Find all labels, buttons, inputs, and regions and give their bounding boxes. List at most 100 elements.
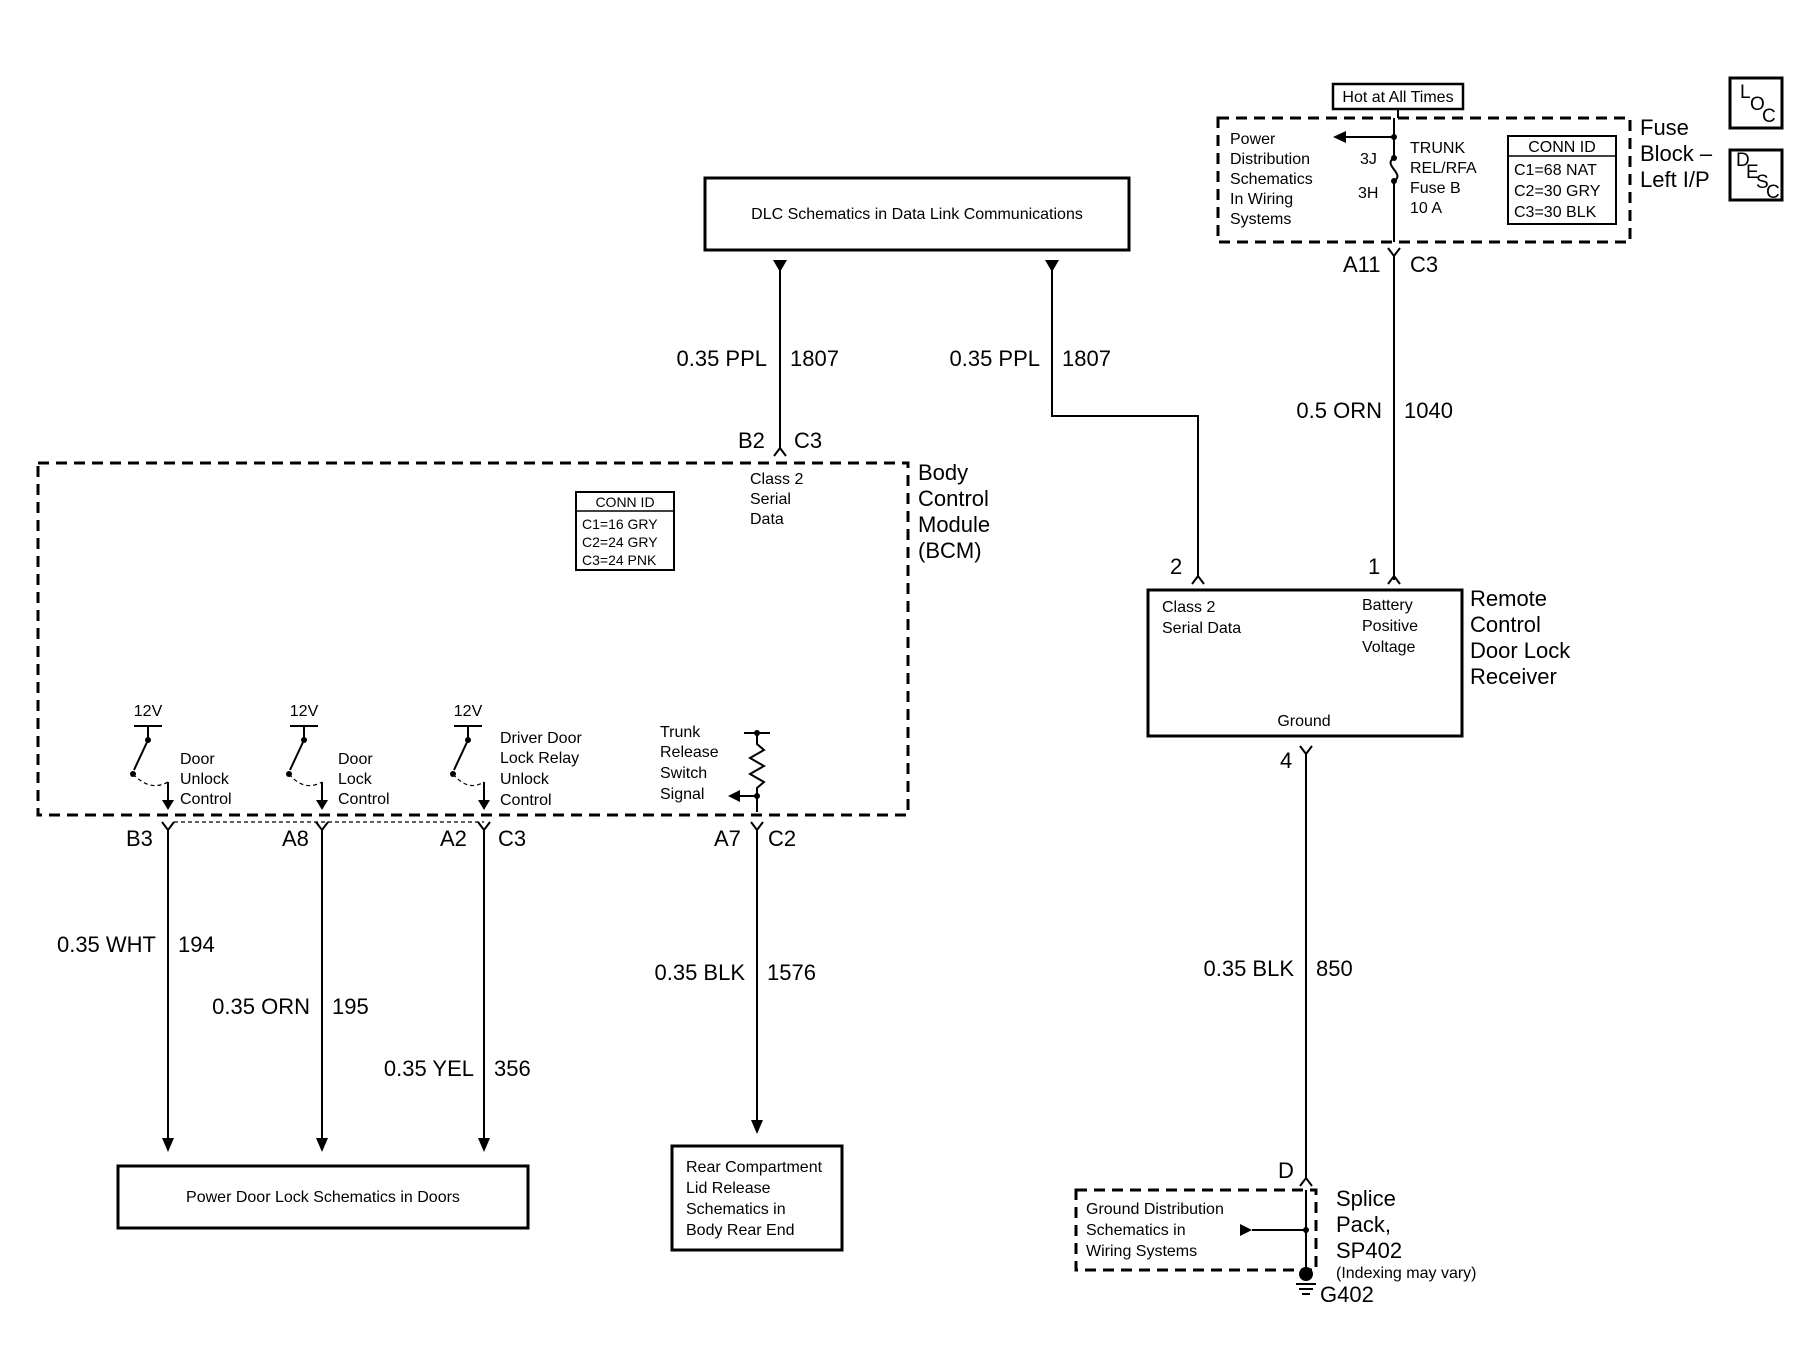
- rear-compartment-lid-reference[interactable]: Rear Compartment Lid Release Schematics …: [670, 1144, 844, 1252]
- svg-text:Trunk: Trunk: [660, 724, 701, 741]
- svg-text:Body Rear End: Body Rear End: [686, 1222, 795, 1239]
- svg-text:Door Lock: Door Lock: [1470, 638, 1571, 663]
- svg-text:Module: Module: [918, 512, 990, 537]
- driver-door-unlock-switch: 12V Driver Door Lock Relay Unlock Contro…: [450, 703, 582, 810]
- pin-b3: B3: [126, 826, 153, 851]
- svg-text:Block –: Block –: [1640, 141, 1713, 166]
- svg-text:Fuse: Fuse: [1640, 115, 1689, 140]
- pin-fuse-c3: C3: [1410, 252, 1438, 277]
- svg-text:Power: Power: [1230, 131, 1276, 148]
- power-door-lock-reference[interactable]: Power Door Lock Schematics in Doors: [116, 1164, 530, 1230]
- loc-icon[interactable]: L O C: [1728, 76, 1784, 130]
- remote-control-door-lock-receiver: Class 2 Serial Data Battery Positive Vol…: [1146, 586, 1571, 738]
- svg-text:Schematics: Schematics: [1230, 171, 1313, 188]
- svg-text:(Indexing may vary): (Indexing may vary): [1336, 1265, 1477, 1282]
- wire-356-color: 0.35 YEL: [384, 1056, 474, 1081]
- svg-text:Control: Control: [338, 791, 390, 808]
- svg-text:CONN ID: CONN ID: [1528, 139, 1596, 156]
- svg-text:Door: Door: [180, 751, 215, 768]
- svg-text:In Wiring: In Wiring: [1230, 191, 1293, 208]
- wire-1807a-circuit: 1807: [790, 346, 839, 371]
- pin-receiver-1: 1: [1368, 554, 1380, 579]
- pin-receiver-2: 2: [1170, 554, 1182, 579]
- wire-850-color: 0.35 BLK: [1203, 956, 1294, 981]
- svg-text:O: O: [1750, 94, 1765, 115]
- svg-text:Distribution: Distribution: [1230, 151, 1310, 168]
- svg-text:Voltage: Voltage: [1362, 639, 1415, 656]
- wire-1040-circuit: 1040: [1404, 398, 1453, 423]
- svg-text:Control: Control: [1470, 612, 1541, 637]
- svg-text:Receiver: Receiver: [1470, 664, 1557, 689]
- wire-194-color: 0.35 WHT: [57, 932, 156, 957]
- svg-text:Release: Release: [660, 744, 719, 761]
- svg-text:Signal: Signal: [660, 786, 704, 803]
- door-unlock-switch: 12V Door Unlock Control: [130, 703, 232, 810]
- svg-text:Unlock: Unlock: [180, 771, 230, 788]
- svg-text:Lid Release: Lid Release: [686, 1180, 771, 1197]
- pin-a2: A2: [440, 826, 467, 851]
- svg-text:12V: 12V: [134, 703, 163, 720]
- hot-at-all-times-label: Hot at All Times: [1331, 82, 1465, 111]
- svg-text:C1=16 GRY: C1=16 GRY: [582, 516, 658, 532]
- svg-text:L: L: [1740, 82, 1751, 103]
- pin-c2: C2: [768, 826, 796, 851]
- svg-text:Rear Compartment: Rear Compartment: [686, 1159, 823, 1176]
- pin-a8: A8: [282, 826, 309, 851]
- body-control-module: Body Control Module (BCM) Class 2 Serial…: [36, 460, 990, 817]
- svg-text:Power Door Lock Schematics in: Power Door Lock Schematics in Doors: [186, 1189, 460, 1206]
- svg-text:Data: Data: [750, 511, 784, 528]
- wire-356-circuit: 356: [494, 1056, 531, 1081]
- wire-195-circuit: 195: [332, 994, 369, 1019]
- power-distribution-reference[interactable]: Power Distribution Schematics In Wiring …: [1230, 131, 1313, 228]
- svg-text:Wiring Systems: Wiring Systems: [1086, 1243, 1197, 1260]
- pin-bcm-b2: B2: [738, 428, 765, 453]
- svg-text:Control: Control: [500, 792, 552, 809]
- svg-text:Serial: Serial: [750, 491, 791, 508]
- svg-text:Unlock: Unlock: [500, 771, 550, 788]
- desc-icon[interactable]: D E S C: [1728, 148, 1784, 203]
- svg-text:Switch: Switch: [660, 765, 707, 782]
- svg-text:TRUNK: TRUNK: [1410, 140, 1465, 157]
- svg-text:Serial Data: Serial Data: [1162, 620, 1241, 637]
- svg-text:C3=30 BLK: C3=30 BLK: [1514, 204, 1597, 221]
- svg-text:D: D: [1736, 150, 1750, 171]
- ground-distribution-reference[interactable]: Ground Distribution Schematics in Wiring…: [1086, 1201, 1224, 1260]
- fuse-block-conn-id-table: CONN ID C1=68 NAT C2=30 GRY C3=30 BLK: [1507, 135, 1617, 225]
- svg-text:Hot at All Times: Hot at All Times: [1342, 89, 1453, 106]
- svg-text:Pack,: Pack,: [1336, 1212, 1391, 1237]
- wire-1807b-circuit: 1807: [1062, 346, 1111, 371]
- svg-text:Driver Door: Driver Door: [500, 730, 582, 747]
- pin-bcm-c3-top: C3: [794, 428, 822, 453]
- fuse-block: Fuse Block – Left I/P Power Distribution…: [1216, 115, 1713, 244]
- svg-text:C2=24 GRY: C2=24 GRY: [582, 534, 658, 550]
- splice-pack-sp402: Ground Distribution Schematics in Wiring…: [1074, 1186, 1477, 1307]
- svg-text:Left I/P: Left I/P: [1640, 167, 1710, 192]
- svg-text:Body: Body: [918, 460, 968, 485]
- wire-1040-color: 0.5 ORN: [1296, 398, 1382, 423]
- bcm-conn-id-table: CONN ID C1=16 GRY C2=24 GRY C3=24 PNK: [575, 491, 675, 571]
- svg-text:Schematics in: Schematics in: [1086, 1222, 1186, 1239]
- svg-text:10 A: 10 A: [1410, 200, 1442, 217]
- svg-text:Fuse B: Fuse B: [1410, 180, 1461, 197]
- door-lock-switch: 12V Door Lock Control: [286, 703, 390, 810]
- svg-text:C: C: [1762, 106, 1776, 127]
- svg-text:C3=24 PNK: C3=24 PNK: [582, 552, 657, 568]
- wire-194-circuit: 194: [178, 932, 215, 957]
- svg-text:CONN ID: CONN ID: [595, 494, 654, 510]
- svg-text:Remote: Remote: [1470, 586, 1547, 611]
- svg-text:3H: 3H: [1358, 185, 1378, 202]
- svg-text:Door: Door: [338, 751, 373, 768]
- wire-1807a-color: 0.35 PPL: [676, 346, 767, 371]
- svg-text:Control: Control: [918, 486, 989, 511]
- pin-a7: A7: [714, 826, 741, 851]
- svg-text:DLC Schematics in Data Link Co: DLC Schematics in Data Link Communicatio…: [751, 206, 1083, 223]
- svg-text:Positive: Positive: [1362, 618, 1418, 635]
- wire-195-color: 0.35 ORN: [212, 994, 310, 1019]
- svg-text:Systems: Systems: [1230, 211, 1291, 228]
- svg-text:C1=68 NAT: C1=68 NAT: [1514, 162, 1597, 179]
- svg-text:S: S: [1756, 172, 1769, 193]
- svg-text:Control: Control: [180, 791, 232, 808]
- svg-text:REL/RFA: REL/RFA: [1410, 160, 1477, 177]
- wire-1576-circuit: 1576: [767, 960, 816, 985]
- dlc-schematics-reference[interactable]: DLC Schematics in Data Link Communicatio…: [703, 176, 1131, 252]
